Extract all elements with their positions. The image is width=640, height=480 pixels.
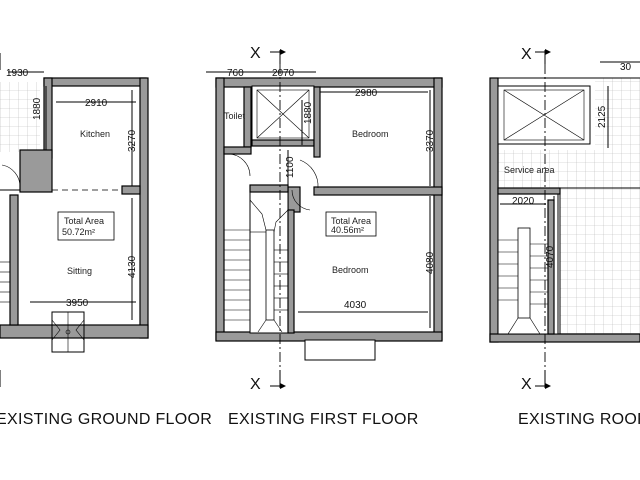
roof-dim-2020: 2020 <box>512 196 535 207</box>
ground-total-area-value: 50.72m² <box>62 227 95 237</box>
ground-room-kitchen: Kitchen <box>80 129 110 139</box>
ground-dim-4130: 4130 <box>127 255 138 278</box>
first-room-bedroom-top: Bedroom <box>352 129 389 139</box>
roof-wall-bottom <box>489 333 640 343</box>
first-stairs <box>224 184 289 334</box>
first-light-well <box>251 85 315 147</box>
first-dim-3370: 3370 <box>425 129 436 152</box>
ground-total-area-box <box>57 211 115 241</box>
first-total-area-value: 40.56m² <box>331 225 364 235</box>
first-balcony <box>304 339 376 361</box>
first-section-marker-top: X <box>250 45 261 62</box>
ground-wall-bottom <box>0 324 149 339</box>
first-section-marker-bottom: X <box>250 376 261 393</box>
first-dim-760: 760 <box>227 68 244 79</box>
ground-stairs <box>0 261 10 303</box>
first-dim-1880: 1880 <box>303 101 314 124</box>
first-dim-2070: 2070 <box>272 68 295 79</box>
first-room-toilet: Toilet <box>224 111 246 121</box>
roof-wall-left <box>489 77 499 343</box>
ground-dim-1880: 1880 <box>32 97 43 120</box>
roof-plan <box>489 49 640 389</box>
roof-skylight <box>497 85 591 145</box>
ground-total-area-label: Total Area <box>64 216 104 226</box>
ground-wall-right <box>139 77 149 339</box>
first-wall-top <box>215 77 443 88</box>
first-wall-toilet <box>243 86 252 148</box>
first-floor-title: EXISTING FIRST FLOOR <box>228 411 419 428</box>
roof-section-marker-bottom: X <box>521 376 532 393</box>
first-dim-2980: 2980 <box>355 88 378 99</box>
first-dim-1100: 1100 <box>285 156 296 178</box>
roof-section-marker-top: X <box>521 46 532 63</box>
first-wall-left <box>215 77 225 341</box>
first-floor-plan <box>206 49 443 389</box>
first-dim-4080: 4080 <box>425 251 436 274</box>
ground-floor-title: EXISTING GROUND FLOOR <box>0 411 212 428</box>
roof-title: EXISTING ROOF <box>518 411 640 428</box>
ground-patio-door <box>51 311 85 353</box>
roof-dim-30: 30 <box>620 62 632 73</box>
ground-floor-plan <box>0 53 149 387</box>
ground-dim-3270: 3270 <box>127 129 138 152</box>
first-total-area-label: Total Area <box>331 216 371 226</box>
ground-dim-3950: 3950 <box>66 298 89 309</box>
first-door-arc-2 <box>227 153 251 177</box>
ground-door-arc <box>1 164 21 188</box>
ground-yard-tiles <box>0 82 40 152</box>
ground-wall-kitchen-left <box>43 77 53 159</box>
first-total-area-box <box>325 211 377 237</box>
ground-wall-top <box>43 77 147 87</box>
ground-wall-stair <box>9 194 19 326</box>
roof-dim-2125: 2125 <box>597 105 608 128</box>
ground-dim-2910: 2910 <box>85 98 108 109</box>
roof-tiles-lower <box>560 188 640 341</box>
ground-room-sitting: Sitting <box>67 266 92 276</box>
roof-room-service-area: Service area <box>504 165 555 175</box>
roof-dim-4070: 4070 <box>545 245 556 268</box>
first-dim-4030: 4030 <box>344 300 367 311</box>
ground-dim-1930: 1930 <box>6 68 29 79</box>
first-wall-right <box>433 77 443 341</box>
first-room-bedroom-bottom: Bedroom <box>332 265 369 275</box>
first-door-arc-1 <box>299 159 319 189</box>
ground-wall-block <box>19 149 53 193</box>
first-wall-mid <box>313 186 443 196</box>
